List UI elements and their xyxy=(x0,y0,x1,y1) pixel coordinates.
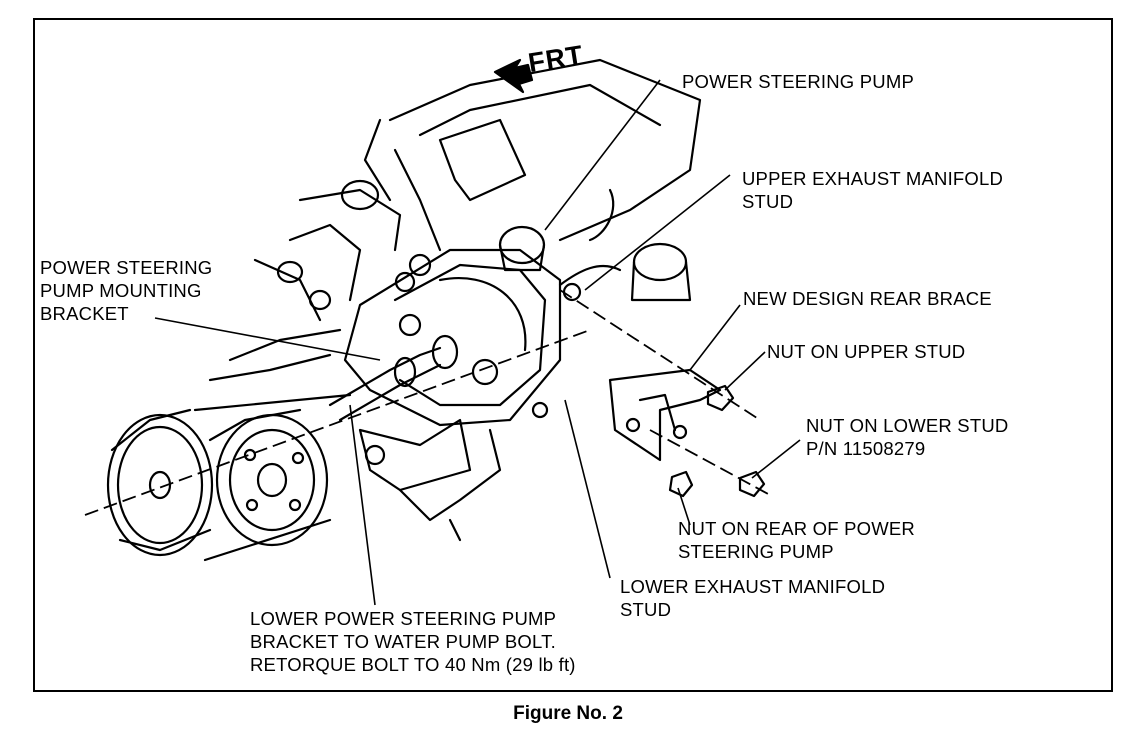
callout-new-design-rear-brace: NEW DESIGN REAR BRACE xyxy=(743,288,992,309)
callout-nut-on-lower-stud: NUT ON LOWER STUD P/N 11508279 xyxy=(806,415,1009,459)
callout-nut-on-upper-stud: NUT ON UPPER STUD xyxy=(767,341,966,362)
front-direction-arrow-icon xyxy=(493,58,534,94)
callout-pump-mounting-bracket: POWER STEERING PUMP MOUNTING BRACKET xyxy=(40,257,213,324)
callout-lower-bracket-bolt: LOWER POWER STEERING PUMP BRACKET TO WAT… xyxy=(250,608,576,675)
callout-upper-exhaust-manifold-stud: UPPER EXHAUST MANIFOLD STUD xyxy=(742,168,1004,212)
callout-nut-on-rear-of-pump: NUT ON REAR OF POWER STEERING PUMP xyxy=(678,518,915,562)
callout-power-steering-pump: POWER STEERING PUMP xyxy=(682,71,914,92)
figure-caption: Figure No. 2 xyxy=(513,703,623,724)
figure-frame xyxy=(33,18,1113,692)
callout-lower-exhaust-manifold-stud: LOWER EXHAUST MANIFOLD STUD xyxy=(620,576,886,620)
